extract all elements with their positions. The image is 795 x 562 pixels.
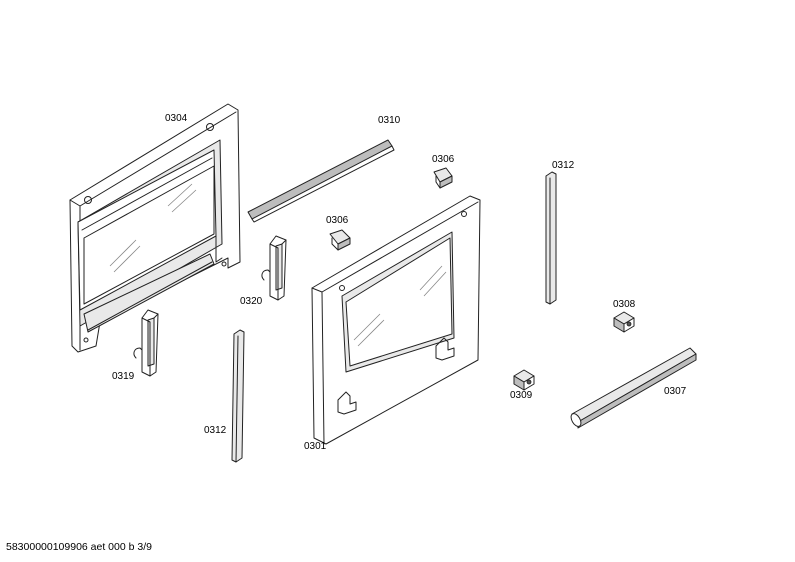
label-0308: 0308 — [613, 299, 636, 310]
part-0319-hinge — [133, 309, 159, 377]
label-0320: 0320 — [240, 296, 263, 307]
part-0304-inner-frame — [69, 103, 241, 353]
part-0312-strip-right — [545, 171, 557, 305]
label-0304: 0304 — [165, 113, 188, 124]
part-0310-top-rod — [247, 139, 395, 223]
part-0312-strip-left — [231, 329, 245, 463]
part-0301-outer-door — [311, 195, 481, 445]
part-0308-block — [613, 311, 635, 333]
drawing-code: 58300000109906 aet 000 b 3/9 — [6, 541, 152, 553]
part-0306-clip-upper — [433, 167, 453, 189]
label-0301: 0301 — [304, 441, 327, 452]
label-0306-upper: 0306 — [432, 154, 455, 165]
label-0309: 0309 — [510, 390, 533, 401]
label-0306-lower: 0306 — [326, 215, 349, 226]
part-0320-hinge — [261, 235, 287, 301]
label-0312-right: 0312 — [552, 160, 575, 171]
label-0319: 0319 — [112, 371, 135, 382]
label-0307: 0307 — [664, 386, 687, 397]
part-0309-block — [513, 369, 535, 391]
part-0307-bottom-bar — [570, 347, 697, 429]
part-0306-clip-lower — [329, 229, 351, 251]
label-0310: 0310 — [378, 115, 401, 126]
label-0312-left: 0312 — [204, 425, 227, 436]
